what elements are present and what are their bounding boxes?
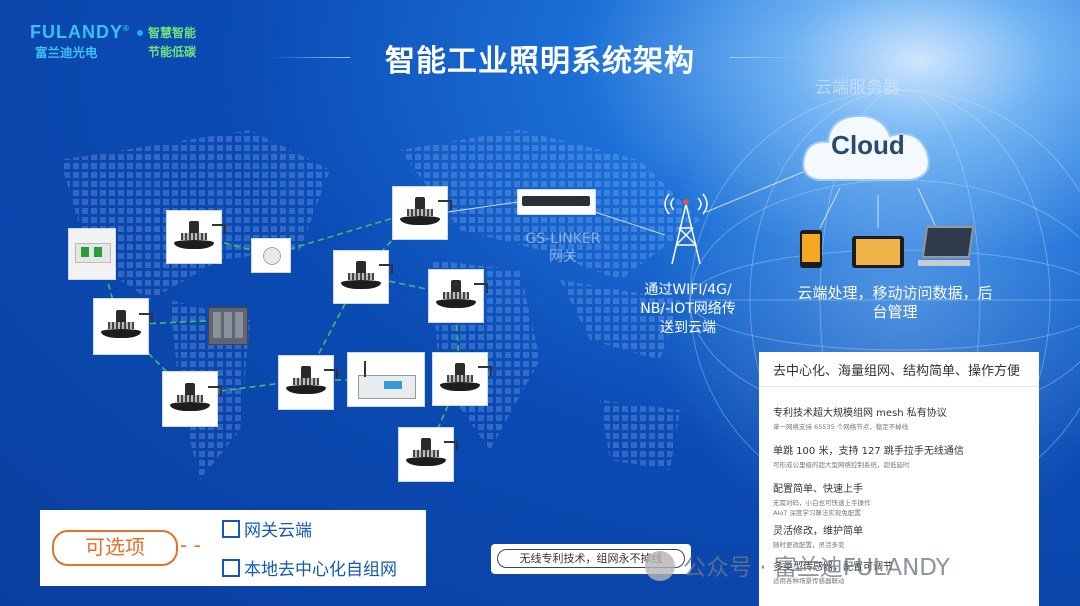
tablet-icon [852, 236, 904, 268]
lamp-icon [341, 260, 393, 289]
lamp-icon [440, 362, 492, 391]
watermark: 公众号 · 富兰迪FULANDY [645, 548, 1045, 582]
high-bay-lamp-node [428, 269, 488, 323]
laptop-icon [918, 226, 975, 270]
watermark-text: 公众号 · 富兰迪FULANDY [683, 555, 950, 581]
high-bay-lamp-node [93, 298, 153, 355]
title-line-right [730, 57, 810, 58]
feature-title: 灵活修改，维护简单 [773, 526, 863, 537]
cloud-caption: 云端处理，移动访问数据，后 台管理 [785, 284, 1005, 322]
tower-caption-line3: 送到云端 [660, 320, 716, 336]
trademark-mark: ® [123, 24, 130, 33]
feature-item: 单跳 100 米，支持 127 跳手拉手无线通信可形成公里级的超大型网络控制系统… [773, 442, 964, 469]
cloud-caption-line1: 云端处理，移动访问数据，后 [797, 284, 993, 302]
high-bay-lamp-node [392, 186, 452, 240]
cell-tower-icon [664, 193, 708, 265]
feature-item: 多类型传感器，配置可调节适用各种场景传感器联动 [773, 558, 893, 585]
tower-caption-line1: 通过WIFI/4G/ [644, 282, 732, 298]
brand-cn-name: 富兰迪光电 [35, 45, 98, 60]
optional-label: 可选项 [52, 530, 178, 566]
cloud-server-label: 云端服务器 [815, 78, 900, 98]
gateway-device [517, 189, 596, 215]
feature-desc: 单一网络支持 65535 个网络节点，稳定不掉线 [773, 423, 909, 431]
lamp-icon [286, 366, 338, 395]
high-bay-lamp-node [162, 371, 222, 427]
option-label: 本地去中心化自组网 [244, 560, 397, 580]
feature-title: 配置简单、快速上手 [773, 484, 863, 495]
lamp-icon [406, 438, 458, 467]
motion-sensor-node [251, 238, 291, 273]
feature-panel: 去中心化、海量组网、结构简单、操作方便 专利技术超大规模组网 mesh 私有协议… [759, 352, 1039, 606]
brand-slogan-line2: 节能低碳 [148, 45, 197, 59]
tower-caption: 通过WIFI/4G/ NB/-IOT网络传 送到云端 [628, 281, 748, 338]
page-title: 智能工业照明系统架构 [385, 44, 695, 79]
feature-desc: 可形成公里级的超大型网络控制系统，超低延时 [773, 461, 910, 469]
world-map [60, 130, 700, 480]
wireless-controller-node [347, 352, 425, 407]
feature-item: 配置简单、快速上手无需对码，小白也可快速上手操作 AIoT 深度学习算法实现免配… [773, 480, 1003, 517]
high-bay-lamp-node [166, 210, 226, 264]
wireless-tag-text: 无线专利技术，组网永不掉线 [497, 549, 685, 568]
cloud-caption-line2: 台管理 [872, 303, 918, 321]
brand-name: FULANDY [30, 22, 123, 42]
feature-desc: 适用各种场景传感器联动 [773, 577, 845, 585]
feature-item: 灵活修改，维护简单随时更改配置，灵活多变 [773, 522, 863, 549]
smartphone-icon [800, 230, 822, 268]
gateway-name: GS-LINKER [525, 231, 601, 247]
gateway-label: GS-LINKER 网关 [508, 230, 618, 266]
option-local-mesh[interactable]: 本地去中心化自组网 [222, 555, 397, 580]
brand-logo: FULANDY® 富兰迪光电 智慧智能 节能低碳 [30, 22, 230, 62]
high-bay-lamp-node [278, 355, 338, 410]
tower-caption-line2: NB/-IOT网络传 [640, 301, 736, 317]
brand-slogan-line1: 智慧智能 [148, 26, 197, 40]
option-label: 网关云端 [244, 521, 312, 541]
feature-item: 专利技术超大规模组网 mesh 私有协议单一网络支持 65535 个网络节点，稳… [773, 404, 947, 431]
high-bay-lamp-node [398, 427, 458, 482]
lamp-icon [170, 382, 222, 411]
checkbox-icon[interactable] [222, 559, 240, 577]
panel-heading: 去中心化、海量组网、结构简单、操作方便 [773, 364, 1021, 379]
checkbox-icon[interactable] [222, 520, 240, 538]
feature-title: 多类型传感器，配置可调节 [773, 562, 893, 573]
wechat-icon [645, 551, 675, 581]
wall-switch-panel [208, 307, 248, 345]
circuit-breaker-device [68, 228, 116, 280]
panel-divider [759, 386, 1039, 387]
title-line-left [270, 57, 350, 58]
option-gateway-cloud[interactable]: 网关云端 [222, 516, 312, 541]
lamp-icon [436, 279, 488, 308]
brand-dot [137, 30, 143, 36]
lamp-icon [400, 196, 452, 225]
cloud-word: Cloud [831, 130, 905, 160]
high-bay-lamp-node [333, 250, 393, 304]
lamp-icon [101, 310, 153, 339]
cloud-icon [802, 114, 930, 181]
feature-title: 专利技术超大规模组网 mesh 私有协议 [773, 408, 947, 419]
feature-desc: 无需对码，小白也可快速上手操作 AIoT 深度学习算法实现免配置 [773, 499, 871, 517]
optional-dashes: - - [180, 533, 201, 557]
uplinks [447, 164, 936, 236]
optional-box [40, 510, 426, 586]
high-bay-lamp-node [432, 352, 492, 406]
lamp-icon [174, 220, 226, 249]
feature-title: 单跳 100 米，支持 127 跳手拉手无线通信 [773, 446, 964, 457]
feature-desc: 随时更改配置，灵活多变 [773, 541, 845, 549]
gateway-name-cn: 网关 [549, 249, 577, 265]
